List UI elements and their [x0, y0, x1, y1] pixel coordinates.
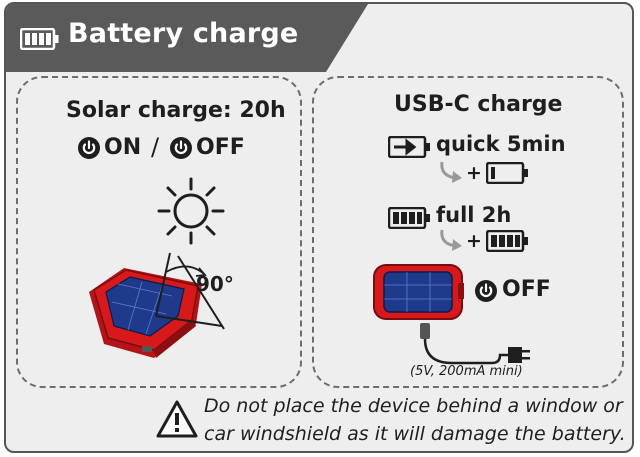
- header-title: Battery charge: [68, 18, 299, 49]
- power-icon: [169, 136, 193, 164]
- curved-arrow-icon: [436, 228, 466, 258]
- warning-notice: Do not place the device behind a window …: [156, 392, 632, 451]
- warning-line-2: car windshield as it will damage the bat…: [204, 423, 626, 445]
- usb-c-charge-panel: USB-C charge quick 5min + full 2h +: [312, 76, 624, 388]
- full-charge-label: full 2h: [436, 203, 512, 227]
- charging-battery-icon: [387, 135, 432, 162]
- solar-charge-title: Solar charge: 20h: [66, 98, 286, 123]
- device-with-cable-illustration: [372, 263, 542, 387]
- solar-charge-panel: Solar charge: 20h ON / OFF: [16, 76, 302, 388]
- on-label: ON: [104, 135, 142, 160]
- power-icon: [474, 279, 498, 307]
- full-battery-icon: [387, 206, 432, 233]
- power-icon: [77, 136, 101, 164]
- quick-charge-label: quick 5min: [436, 132, 566, 156]
- battery-charge-card: Battery charge Solar charge: 20h ON / OF…: [4, 2, 634, 453]
- angle-label: 90°: [196, 272, 234, 296]
- warning-icon: [156, 400, 198, 442]
- separator: /: [151, 133, 160, 161]
- header-background: [6, 4, 368, 72]
- empty-battery-icon: [485, 161, 530, 188]
- header-tab: Battery charge: [6, 4, 368, 72]
- warning-line-1: Do not place the device behind a window …: [204, 395, 623, 417]
- full-battery-icon: [485, 229, 530, 256]
- curved-arrow-icon: [436, 160, 466, 190]
- plus-sign: +: [466, 162, 482, 184]
- plus-sign: +: [466, 230, 482, 252]
- off-label: OFF: [502, 277, 551, 302]
- sun-icon: [156, 176, 226, 250]
- usb-c-charge-title: USB-C charge: [394, 92, 563, 117]
- off-label: OFF: [196, 135, 245, 160]
- solar-device-illustration: [84, 246, 254, 370]
- cable-spec-note: (5V, 200mA mini): [410, 364, 523, 379]
- warning-text: Do not place the device behind a window …: [204, 392, 626, 448]
